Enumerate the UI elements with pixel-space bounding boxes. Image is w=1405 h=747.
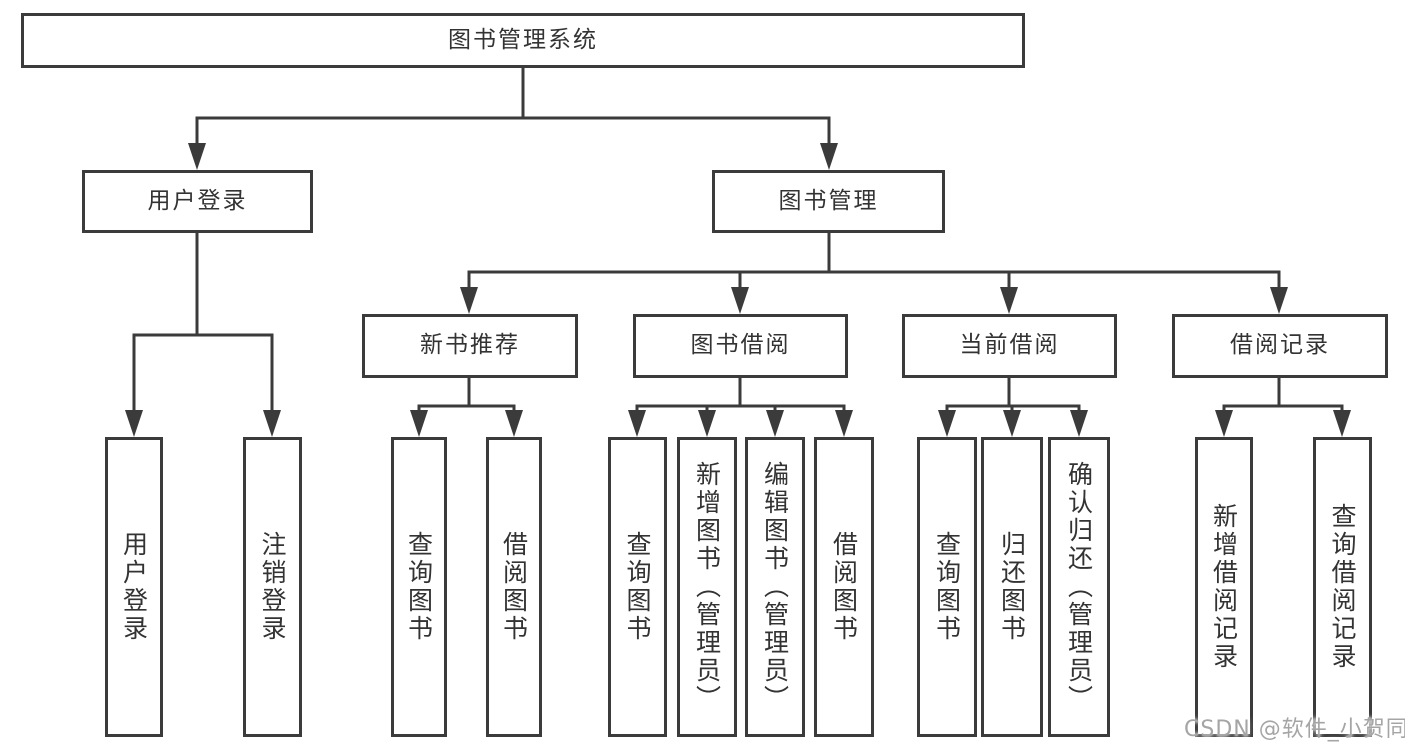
csdn-watermark: CSDN @软件_小贺同学 — [1184, 717, 1405, 742]
node-book-management-label: 图书管理 — [778, 187, 879, 214]
leaf-confirm-return-admin: 确认归还（管理员） — [1048, 437, 1110, 737]
leaf-add-borrow-record-label: 新增借阅记录 — [1209, 503, 1239, 671]
node-book-management: 图书管理 — [712, 170, 945, 233]
leaf-logout: 注销登录 — [243, 437, 302, 737]
node-root-system: 图书管理系统 — [21, 13, 1025, 68]
leaf-query-borrow-record-label: 查询借阅记录 — [1328, 503, 1357, 671]
node-new-book-recommendation: 新书推荐 — [362, 314, 578, 378]
node-current-borrowing: 当前借阅 — [902, 314, 1117, 378]
node-borrowing-records: 借阅记录 — [1172, 314, 1388, 378]
leaf-recommend-query-books: 查询图书 — [391, 437, 447, 737]
leaf-return-books-label: 归还图书 — [997, 531, 1027, 643]
leaf-borrowing-query-books: 查询图书 — [608, 437, 667, 737]
leaf-borrowing-query-books-label: 查询图书 — [623, 531, 652, 643]
leaf-confirm-return-admin-label: 确认归还（管理员） — [1064, 461, 1094, 713]
leaf-recommend-borrow-books-label: 借阅图书 — [499, 531, 529, 643]
leaf-logout-label: 注销登录 — [258, 531, 287, 643]
node-borrowing-records-label: 借阅记录 — [1230, 332, 1330, 359]
leaf-current-query-books: 查询图书 — [917, 437, 977, 737]
leaf-add-borrow-record: 新增借阅记录 — [1195, 437, 1253, 737]
leaf-borrowing-borrow-books-label: 借阅图书 — [829, 531, 859, 643]
leaf-user-login-label: 用户登录 — [119, 531, 149, 643]
leaf-edit-books-admin: 编辑图书（管理员） — [745, 437, 805, 737]
leaf-borrowing-borrow-books: 借阅图书 — [814, 437, 874, 737]
node-user-login-label: 用户登录 — [147, 187, 248, 214]
leaf-user-login: 用户登录 — [105, 437, 163, 737]
leaf-current-query-books-label: 查询图书 — [932, 531, 962, 643]
leaf-query-borrow-record: 查询借阅记录 — [1313, 437, 1372, 737]
leaf-recommend-query-books-label: 查询图书 — [404, 531, 434, 643]
leaf-edit-books-admin-label: 编辑图书（管理员） — [760, 461, 790, 713]
leaf-return-books: 归还图书 — [981, 437, 1043, 737]
node-user-login: 用户登录 — [82, 170, 313, 233]
node-new-book-recommendation-label: 新书推荐 — [420, 332, 520, 359]
node-book-borrowing: 图书借阅 — [633, 314, 848, 378]
leaf-add-books-admin-label: 新增图书（管理员） — [692, 461, 722, 713]
leaf-recommend-borrow-books: 借阅图书 — [486, 437, 542, 737]
node-current-borrowing-label: 当前借阅 — [959, 332, 1060, 359]
leaf-add-books-admin: 新增图书（管理员） — [677, 437, 737, 737]
node-root-system-label: 图书管理系统 — [448, 26, 598, 53]
node-book-borrowing-label: 图书借阅 — [690, 332, 791, 359]
